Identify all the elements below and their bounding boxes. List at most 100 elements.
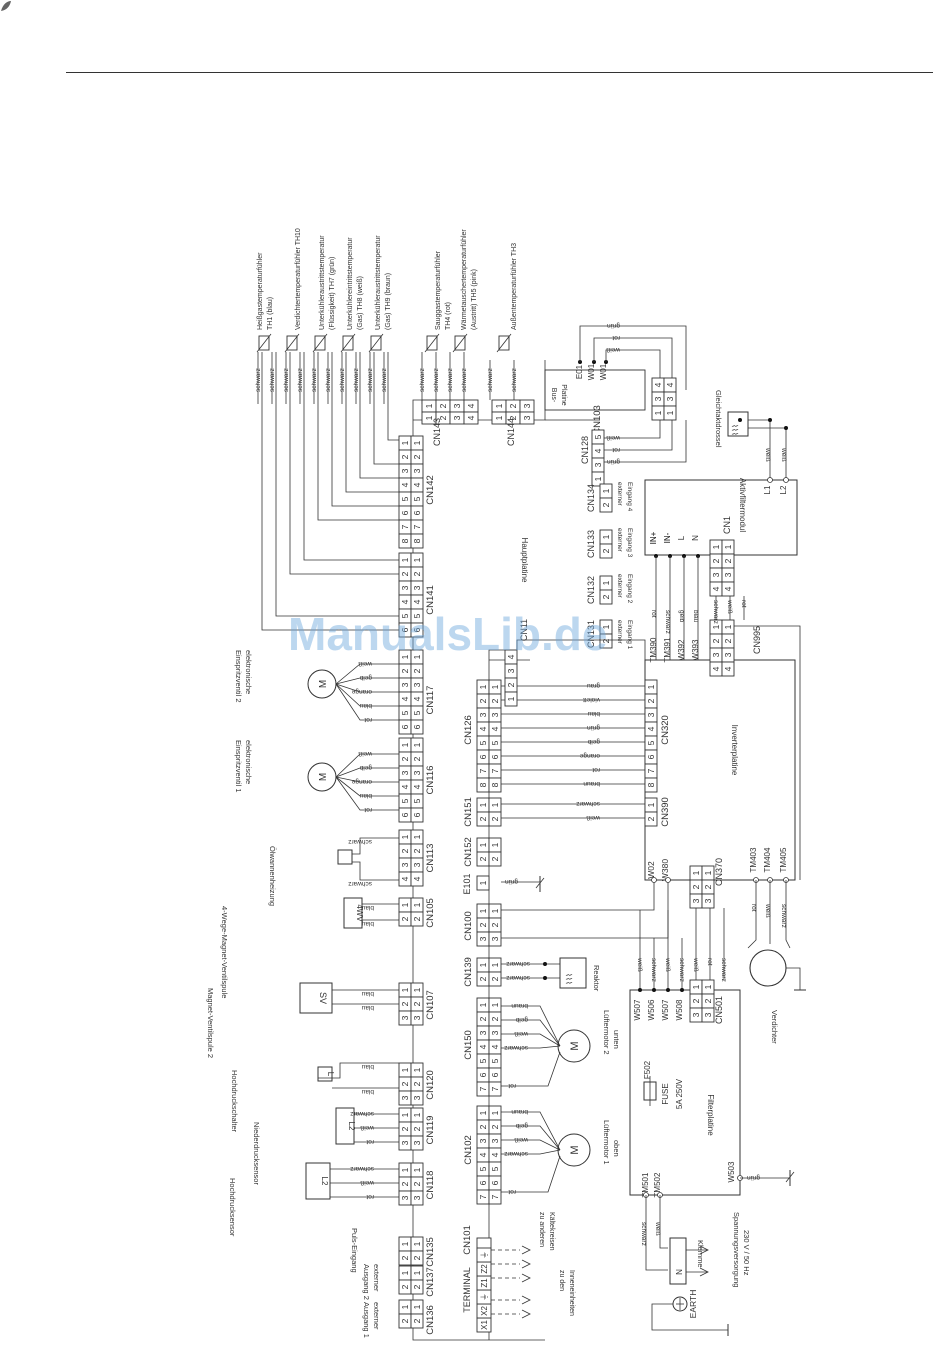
thermistor-slash: [284, 333, 300, 353]
e01-label: E01: [575, 364, 584, 379]
connector-pin: [644, 811, 658, 827]
tm391-label: TM391: [663, 637, 672, 662]
wire-color-label: weiß: [606, 434, 621, 441]
wire-color-label: schwarz: [447, 368, 454, 392]
tm403-label: TM403: [749, 847, 758, 872]
pin-number: 2: [646, 816, 656, 821]
connector-pin: [410, 1279, 424, 1295]
externer-ausgang-2-label: Ausgang 2: [362, 1264, 371, 1300]
pin-number: 3: [478, 1030, 488, 1035]
wire-color-label: gelb: [678, 610, 685, 623]
pin-number: 1: [653, 410, 663, 415]
luftermotor-2-label: Lüftermotor 2: [602, 1010, 611, 1055]
in-plus-label: IN+: [649, 531, 658, 544]
compressor-wire: [747, 880, 757, 949]
pin-number: 2: [400, 454, 410, 459]
connector-pin: [599, 633, 613, 649]
pin-number: 3: [412, 682, 422, 687]
pin-number: 3: [506, 668, 516, 673]
pin-number: 1: [478, 1110, 488, 1115]
pin-number: 5: [412, 613, 422, 618]
connector-cn105: 12: [398, 897, 412, 927]
fan-wire: [501, 1005, 561, 1047]
wire: [488, 649, 505, 660]
externer-eingang-1: externer: [616, 620, 623, 645]
connector-pin: [488, 777, 502, 793]
wire: [412, 399, 422, 420]
supply-wire: [645, 1195, 668, 1271]
valve-wire: [335, 767, 399, 778]
tm390-label: TM390: [649, 637, 658, 662]
connector-label: CN141: [425, 585, 436, 615]
w508-label: W508: [675, 999, 684, 1020]
pin-number: 1: [400, 834, 410, 839]
fan-motor-symbol: M: [569, 1041, 581, 1050]
junction-dot: [543, 962, 547, 966]
l1-label: L1: [763, 485, 772, 494]
wire-color-label: gelb: [515, 1016, 528, 1023]
wire-color-label: schwarz: [576, 800, 600, 807]
pin-number: 6: [412, 627, 422, 632]
connector-label: CN128: [580, 436, 590, 464]
pin-number: 2: [412, 916, 422, 921]
connector-cn137: 12: [410, 1265, 424, 1295]
pin-number: 2: [490, 922, 500, 927]
filterplatine-box: [629, 989, 741, 1196]
w01-label: W01: [587, 363, 596, 380]
externer-ausgang-2-label: externer: [372, 1264, 381, 1292]
pin-number: 2: [412, 848, 422, 853]
wire-color-label: schwarz: [269, 368, 276, 392]
pin-number: 3: [412, 468, 422, 473]
zu-den-label: zu den: [558, 1270, 565, 1291]
pin-number: 3: [522, 403, 532, 408]
wire-color-label: schwarz: [367, 368, 374, 392]
pin-number: 1: [478, 684, 488, 689]
fan-wire: [501, 1019, 561, 1047]
wire-color-label: grau: [587, 682, 600, 689]
wire-color-label: braun: [511, 1108, 528, 1115]
connector-pin: [410, 1313, 424, 1329]
wire-color-label: schwarz: [255, 368, 262, 392]
connector-pin: [488, 851, 502, 867]
hochdruckschalter-label: Hochdruckschalter: [230, 1070, 239, 1133]
pin-number: 5: [412, 798, 422, 803]
4wv-symbol: 4WV: [355, 904, 364, 922]
pin-number: 7: [412, 524, 422, 529]
wire-color-label: schwarz: [506, 960, 530, 967]
externer-ausgang-1-label: externer: [372, 1302, 381, 1330]
connector-cn139: 12: [476, 957, 490, 987]
pin-number: 2: [438, 403, 448, 408]
pin-number: 7: [478, 768, 488, 773]
sensor-th9-label: Unterkühleraustrittstemperatur: [375, 235, 382, 330]
pin-number: 1: [490, 1002, 500, 1007]
pin-number: 4: [490, 1152, 500, 1157]
pin-number: 2: [490, 1016, 500, 1021]
pin-number: 6: [400, 724, 410, 729]
pin-number: 3: [400, 585, 410, 590]
pin-number: 6: [478, 1072, 488, 1077]
pin-number: 2: [412, 668, 422, 673]
ground-wire: [786, 967, 801, 990]
terminal-label: TERMINAL: [462, 1267, 472, 1313]
pin-number: 2: [601, 638, 611, 643]
wire-color-label: blau: [692, 610, 699, 623]
wire-color-label: braun: [511, 1002, 528, 1009]
sensor-th7-label: Unterkühleraustrittstemperatur: [319, 235, 326, 330]
wire-color-label: gelb: [359, 764, 372, 771]
bus-platine-label: Bus-: [550, 388, 557, 403]
pin-number: 3: [593, 462, 603, 467]
pin-number: 3: [478, 712, 488, 717]
pin-number: 2: [400, 571, 410, 576]
fan-wire: [501, 1051, 561, 1087]
fan-wire: [501, 1125, 561, 1151]
wire-color-label: orange: [351, 778, 372, 785]
terminal-ring: [651, 877, 657, 883]
pin-number: 4: [723, 666, 733, 671]
connector-pin: [410, 1135, 424, 1151]
pin-number: 6: [412, 510, 422, 515]
junction-dot: [652, 988, 656, 992]
